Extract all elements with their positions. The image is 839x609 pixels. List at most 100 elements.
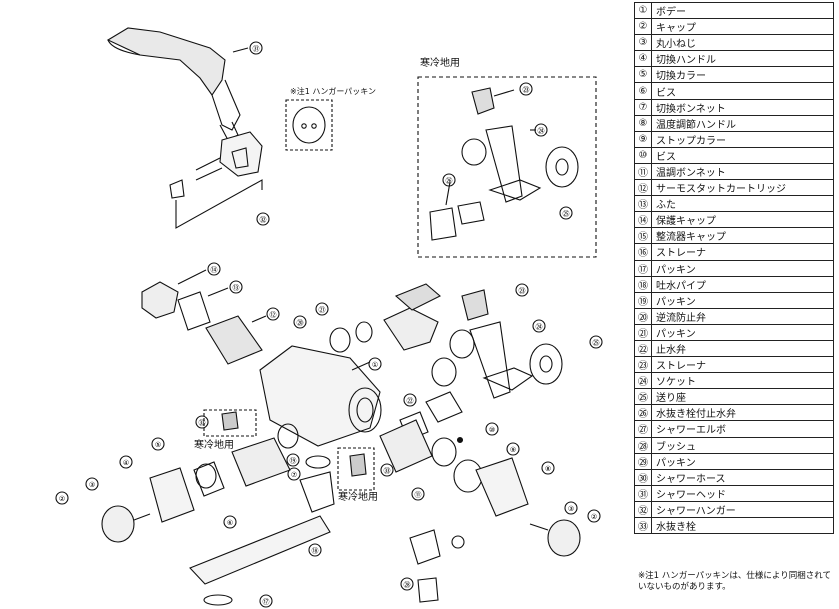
- callout-number: ㉑: [319, 306, 326, 314]
- part-name: 切換カラー: [651, 66, 834, 84]
- part-number-cell: ㉑: [634, 323, 652, 341]
- part-number: ㉚: [638, 473, 648, 485]
- part-number: ⑰: [638, 264, 648, 276]
- part-name: パッキン: [651, 452, 834, 470]
- part-number: ②: [638, 21, 648, 33]
- drain-plug-box-mid: [337, 447, 375, 491]
- part-number-cell: ㉕: [634, 388, 652, 406]
- part-number: ⑨: [638, 133, 648, 145]
- part-number-cell: ⑳: [634, 307, 652, 325]
- callout-3-left: [85, 477, 99, 491]
- callout-25-top: [559, 206, 573, 220]
- callout-23-top: [519, 82, 533, 96]
- shower-hanger: [169, 131, 263, 229]
- part-number: ㉖: [638, 409, 648, 421]
- part-number-cell: ㉔: [634, 372, 652, 390]
- callout-26: [442, 173, 456, 187]
- callout-number: ㉔: [538, 127, 545, 135]
- part-name: 温度調節ハンドル: [651, 114, 834, 132]
- callout-23-main: [515, 283, 529, 297]
- callout-4: [119, 455, 133, 469]
- callout-1: [368, 357, 382, 371]
- callout-number: ③: [89, 481, 95, 489]
- part-number-cell: ④: [634, 50, 652, 68]
- part-number: ⑤: [638, 69, 648, 81]
- part-number: ③: [638, 37, 648, 49]
- part-number: ⑱: [638, 280, 648, 292]
- part-name: ビス: [651, 82, 834, 100]
- right-socket: [449, 289, 563, 399]
- part-name: パッキン: [651, 259, 834, 277]
- part-number: ⑫: [638, 184, 648, 196]
- callout-7: [287, 467, 301, 481]
- drain-plug-box-left: [203, 409, 257, 437]
- cold-region-parts: [429, 87, 579, 241]
- part-name: ビス: [651, 146, 834, 164]
- cold-region-label-top: 寒冷地用: [420, 56, 460, 69]
- callout-9: [506, 442, 520, 456]
- callout-6: [223, 515, 237, 529]
- callout-17-bottom: [259, 594, 273, 608]
- callout-2-right: [587, 509, 601, 523]
- part-number: ⑮: [638, 232, 648, 244]
- callout-13: [229, 280, 243, 294]
- callout-number: ㉕: [593, 339, 600, 347]
- callout-3-right: [564, 501, 578, 515]
- part-name: 水抜き栓付止水弁: [651, 404, 834, 422]
- part-name: シャワーエルボ: [651, 420, 834, 438]
- part-name: 止水弁: [651, 339, 834, 358]
- part-number: ⑲: [638, 296, 648, 308]
- callout-number: ⑪: [415, 491, 422, 499]
- cold-region-box: [417, 76, 597, 258]
- callout-number: ②: [591, 513, 597, 521]
- part-number-cell: ⑤: [634, 66, 652, 84]
- callout-33-left: [195, 415, 209, 429]
- part-number: ⑩: [638, 149, 648, 161]
- callout-number: ⑬: [233, 284, 240, 292]
- part-number-cell: ㉛: [634, 484, 652, 502]
- footnote: ※注1 ハンガーパッキンは、仕様により同梱されていないものがあります。: [638, 571, 831, 592]
- part-number-cell: ⑧: [634, 114, 652, 132]
- callout-number: ⑩: [489, 426, 495, 434]
- part-number: ⑯: [638, 248, 648, 260]
- part-number-cell: ⑩: [634, 146, 652, 164]
- callout-10: [485, 422, 499, 436]
- part-name: 送り座: [651, 388, 834, 406]
- part-number: ㉕: [638, 393, 648, 405]
- part-number: ①: [638, 5, 648, 17]
- callout-32: [256, 212, 270, 226]
- part-number-cell: ③: [634, 34, 652, 52]
- part-name: シャワーヘッド: [651, 484, 834, 502]
- callout-24-main: [532, 319, 546, 333]
- part-number: ㉘: [638, 441, 648, 453]
- callout-5: [151, 437, 165, 451]
- part-number-cell: ㉒: [634, 339, 652, 358]
- part-name: シャワーハンガー: [651, 500, 834, 519]
- part-name: パッキン: [651, 323, 834, 341]
- callout-number: ②: [59, 495, 65, 503]
- part-name: 整流器キャップ: [651, 227, 834, 245]
- callout-number: ⑰: [263, 598, 270, 606]
- callout-number: ㉛: [253, 45, 260, 53]
- callout-19: [286, 453, 300, 467]
- part-name: 吐水パイプ: [651, 275, 834, 293]
- part-number-cell: ㉗: [634, 420, 652, 438]
- callout-27: [451, 535, 465, 549]
- part-number: ㉗: [638, 425, 648, 437]
- part-name: キャップ: [651, 18, 834, 36]
